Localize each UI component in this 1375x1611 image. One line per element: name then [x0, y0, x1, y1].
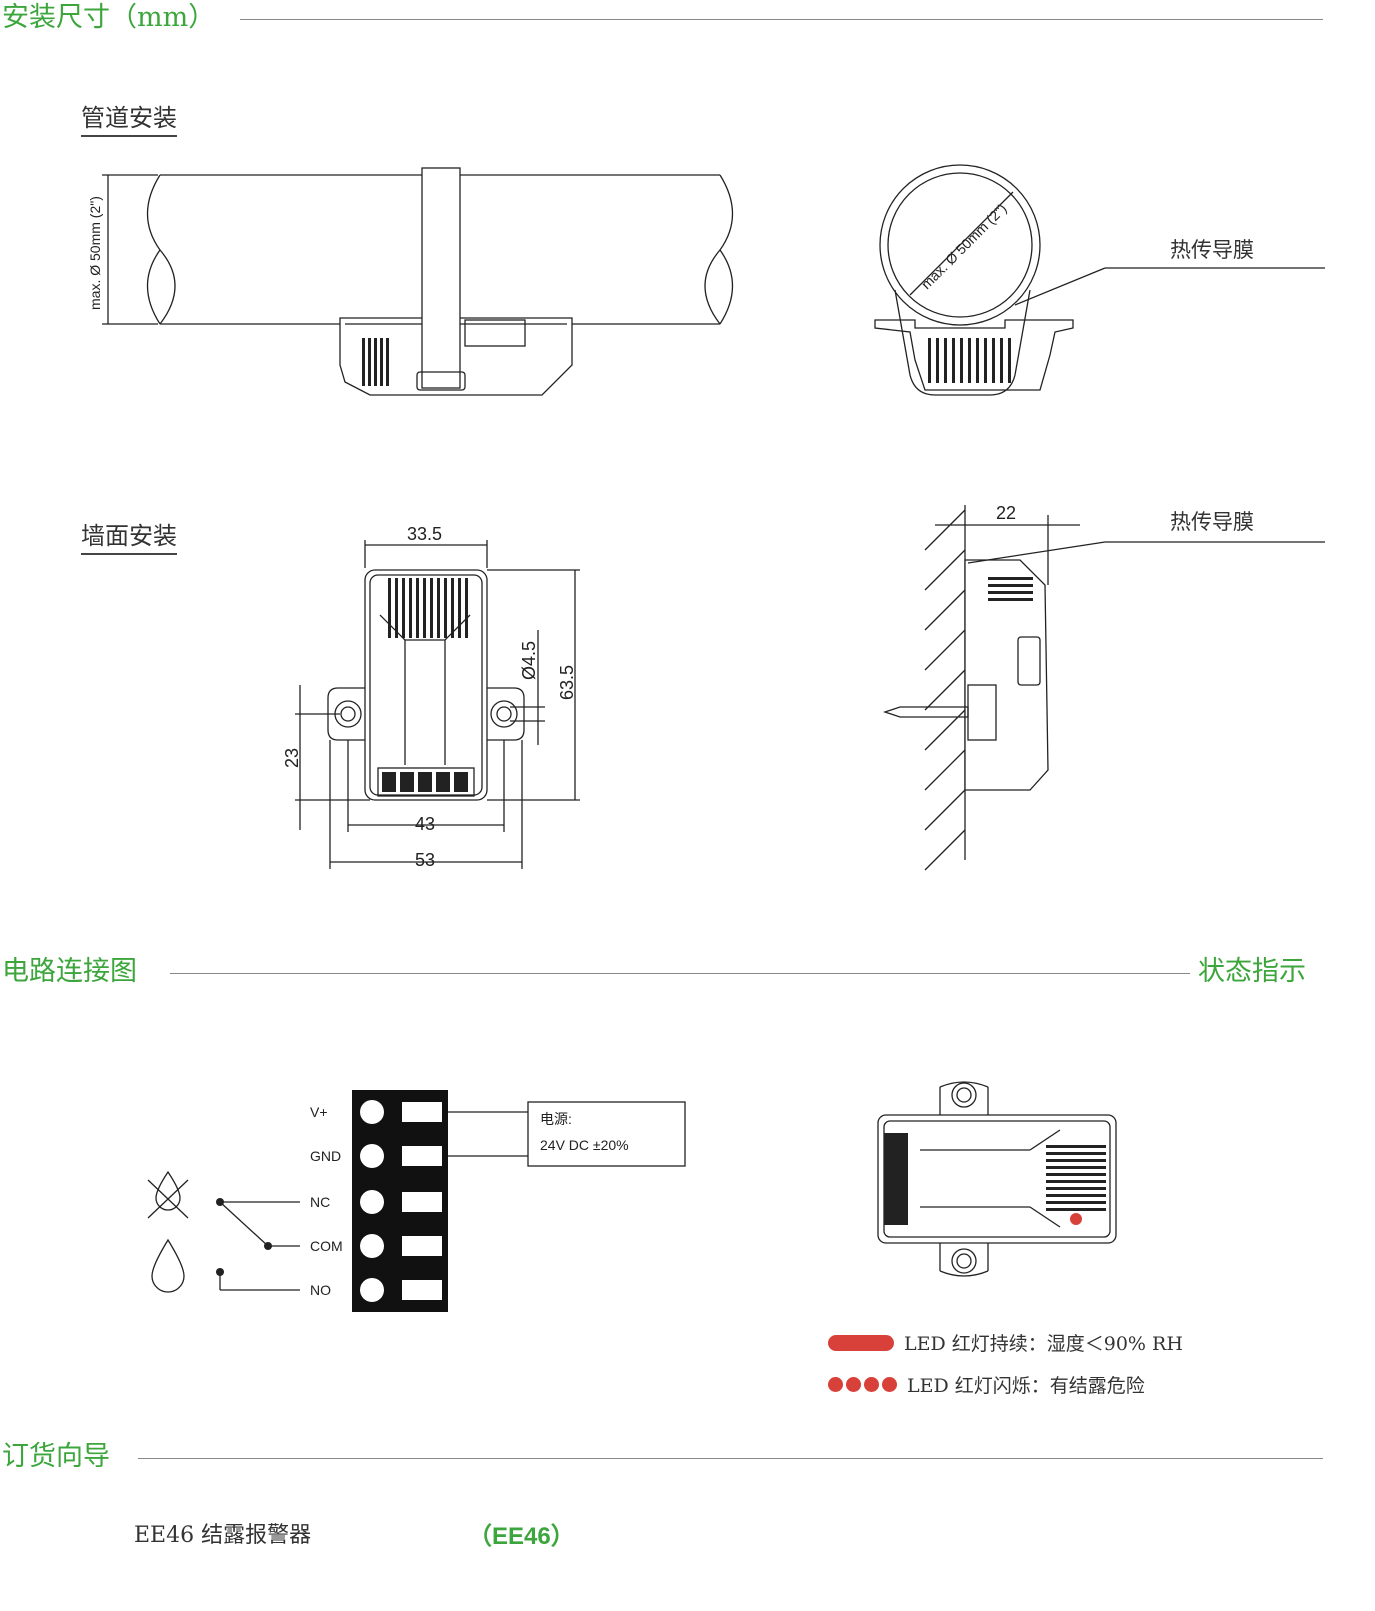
legend-blinking-dots: [828, 1377, 897, 1392]
power-label: 电源:: [540, 1111, 572, 1127]
pipe-mount-front-drawing: max. Ø 50mm (2"): [874, 164, 1325, 396]
terminal-no: NO: [310, 1282, 331, 1298]
thermal-film-label-1: 热传导膜: [1170, 238, 1254, 262]
dim-hole-offset: 23: [282, 748, 302, 768]
pipe-mount-title: 管道安装: [81, 98, 177, 137]
order-code: （EE46）: [468, 1523, 575, 1550]
legend-row-solid: LED 红灯持续：湿度＜90% RH: [828, 1329, 1183, 1356]
section-rule-install: [240, 19, 1323, 20]
dim-depth: 22: [996, 503, 1016, 523]
section-title-order: 订货向导: [2, 1441, 110, 1472]
wiring-diagram: V+ GND NC COM NO 电源: 24V DC ±20%: [147, 1090, 686, 1312]
power-value: 24V DC ±20%: [540, 1137, 629, 1153]
terminal-nc: NC: [310, 1194, 330, 1210]
pipe-front-max-dim-label: max. Ø 50mm (2"): [918, 200, 1010, 292]
section-title-wiring: 电路连接图: [2, 956, 137, 987]
section-title-status: 状态指示: [1198, 956, 1306, 987]
wall-mount-front-drawing: 33.5 63.5 Ø4.5 23 43 53: [282, 524, 580, 870]
pipe-max-dim-label: max. Ø 50mm (2"): [87, 196, 103, 310]
dim-height: 63.5: [557, 665, 577, 700]
dim-width-top: 33.5: [407, 524, 442, 544]
dim-width-total: 53: [415, 850, 435, 870]
order-product: EE46 结露报警器: [134, 1523, 312, 1548]
legend-blinking-text: LED 红灯闪烁：有结露危险: [907, 1375, 1145, 1397]
legend-solid-text: LED 红灯持续：湿度＜90% RH: [904, 1333, 1183, 1355]
dim-hole-spacing: 43: [415, 814, 435, 834]
terminal-com: COM: [310, 1238, 343, 1254]
pipe-mount-side-drawing: max. Ø 50mm (2"): [87, 167, 734, 396]
section-rule-order: [138, 1458, 1323, 1459]
status-device-drawing: [877, 1081, 1117, 1277]
status-led: [1070, 1213, 1082, 1225]
terminal-gnd: GND: [310, 1148, 341, 1164]
dim-hole: Ø4.5: [519, 641, 539, 680]
terminal-v-plus: V+: [310, 1104, 328, 1120]
order-code-value: EE46: [492, 1523, 551, 1550]
section-rule-wiring: [170, 973, 1190, 974]
legend-solid-bar: [828, 1334, 894, 1351]
legend-row-blinking: LED 红灯闪烁：有结露危险: [828, 1371, 1145, 1398]
wall-mount-side-drawing: 22: [882, 503, 1325, 871]
section-title-install: 安装尺寸（mm）: [2, 2, 216, 33]
thermal-film-label-2: 热传导膜: [1170, 510, 1254, 534]
wall-mount-title: 墙面安装: [81, 516, 177, 555]
